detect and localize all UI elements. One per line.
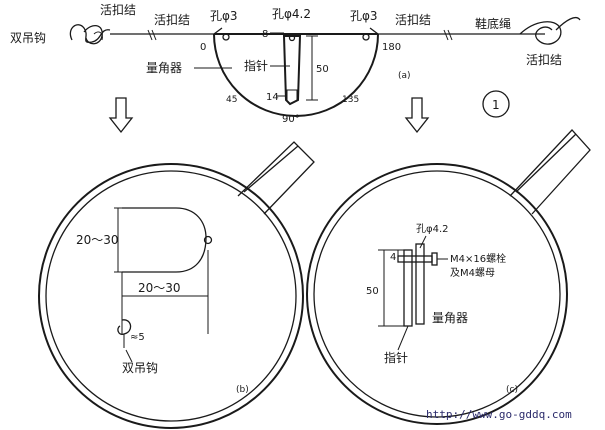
label-pointer-c: 指针 [384, 350, 408, 365]
break-mark-left [147, 29, 153, 41]
diagram-b: 20～30 20～30 ≈5 双吊钩 (b) [38, 141, 315, 429]
label-hole-phi42-top: 孔φ4.2 [272, 7, 311, 21]
label-deg-135: 135 [342, 95, 359, 105]
label-dim-14: 14 [266, 92, 279, 103]
label-double-hook-b: 双吊钩 [122, 361, 158, 375]
label-pointer-top: 指针 [244, 58, 268, 73]
label-nut: 及M4螺母 [450, 267, 495, 279]
down-arrow-left [108, 97, 134, 134]
label-panel-c: (c) [506, 385, 518, 395]
handle-c-inner [515, 133, 577, 193]
label-dim-4: 4 [390, 252, 396, 263]
pointer-tip-slot [286, 89, 298, 100]
diagram-a: 双吊钩 活扣结 活扣结 孔φ3 孔φ4.2 孔φ3 活扣结 鞋底绳 活扣结 0 … [10, 3, 581, 125]
handle-b-inner [243, 145, 299, 193]
label-dim-20-30-v: 20～30 [76, 233, 119, 247]
label-slip-knot-right: 活扣结 [395, 13, 431, 27]
pointer-pivot [288, 34, 296, 42]
handle-b [237, 141, 315, 215]
break-mark-right [443, 29, 449, 41]
pointer-a [282, 35, 302, 106]
label-deg-45: 45 [226, 95, 237, 105]
hook-end-b [203, 235, 213, 245]
label-deg-0: 0 [200, 42, 206, 53]
label-slip-knot-left-b: 活扣结 [154, 13, 190, 27]
leader-hole-c [419, 235, 427, 249]
hook-shape-b [122, 207, 207, 273]
label-number-one: 1 [492, 98, 500, 112]
label-panel-b: (b) [236, 385, 249, 395]
knot-right [369, 27, 379, 35]
rim-b-outer [38, 163, 304, 429]
small-hook-b [117, 319, 132, 335]
label-dim-approx5: ≈5 [130, 332, 145, 343]
label-hole-phi42-c: 孔φ4.2 [416, 223, 449, 235]
label-dim-8: 8 [262, 29, 268, 40]
label-hole-phi3-left: 孔φ3 [210, 9, 238, 23]
knot-left [213, 27, 223, 35]
down-arrow-right [404, 97, 430, 134]
label-slip-knot-far-right: 活扣结 [526, 53, 562, 67]
label-dim-50-top: 50 [316, 64, 329, 75]
leader-double-hook-b [125, 349, 133, 363]
protractor-arc [213, 33, 379, 117]
label-dim-50-c: 50 [366, 286, 379, 297]
label-deg-180: 180 [382, 42, 401, 53]
handle-c [509, 129, 591, 215]
label-hole-phi3-right: 孔φ3 [350, 9, 378, 23]
double-hook-icon [69, 24, 111, 45]
nut-c [431, 252, 438, 266]
protractor-strip-c [415, 243, 425, 325]
circled-number [482, 90, 510, 118]
label-bolt: M4×16螺栓 [450, 252, 506, 265]
label-panel-a: (a) [398, 71, 411, 81]
break-mark-right-2 [447, 29, 453, 41]
hole-phi3-right [362, 33, 370, 41]
label-protractor-c: 量角器 [432, 311, 468, 325]
label-protractor: 量角器 [146, 61, 182, 75]
label-dim-20-30-h: 20～30 [138, 281, 181, 295]
rim-b-inner [45, 170, 297, 422]
break-mark-left-2 [151, 29, 157, 41]
rim-c-inner [313, 170, 561, 418]
leader-pointer-c [397, 325, 409, 351]
lace-end [555, 16, 581, 31]
bolt-c [397, 255, 433, 263]
label-slip-knot-left-a: 活扣结 [100, 3, 136, 17]
diagram-c: 孔φ4.2 4 M4×16螺栓 及M4螺母 50 量角器 指针 (c) [306, 129, 591, 425]
hole-phi3-left [222, 33, 230, 41]
label-double-hook: 双吊钩 [10, 31, 46, 45]
rim-c-outer [306, 163, 568, 425]
shoe-lace-knot-icon [519, 21, 562, 45]
label-shoe-lace: 鞋底绳 [475, 16, 511, 31]
label-deg-90: 90° [282, 114, 300, 125]
watermark-url[interactable]: http://www.go-gddq.com [426, 408, 572, 421]
